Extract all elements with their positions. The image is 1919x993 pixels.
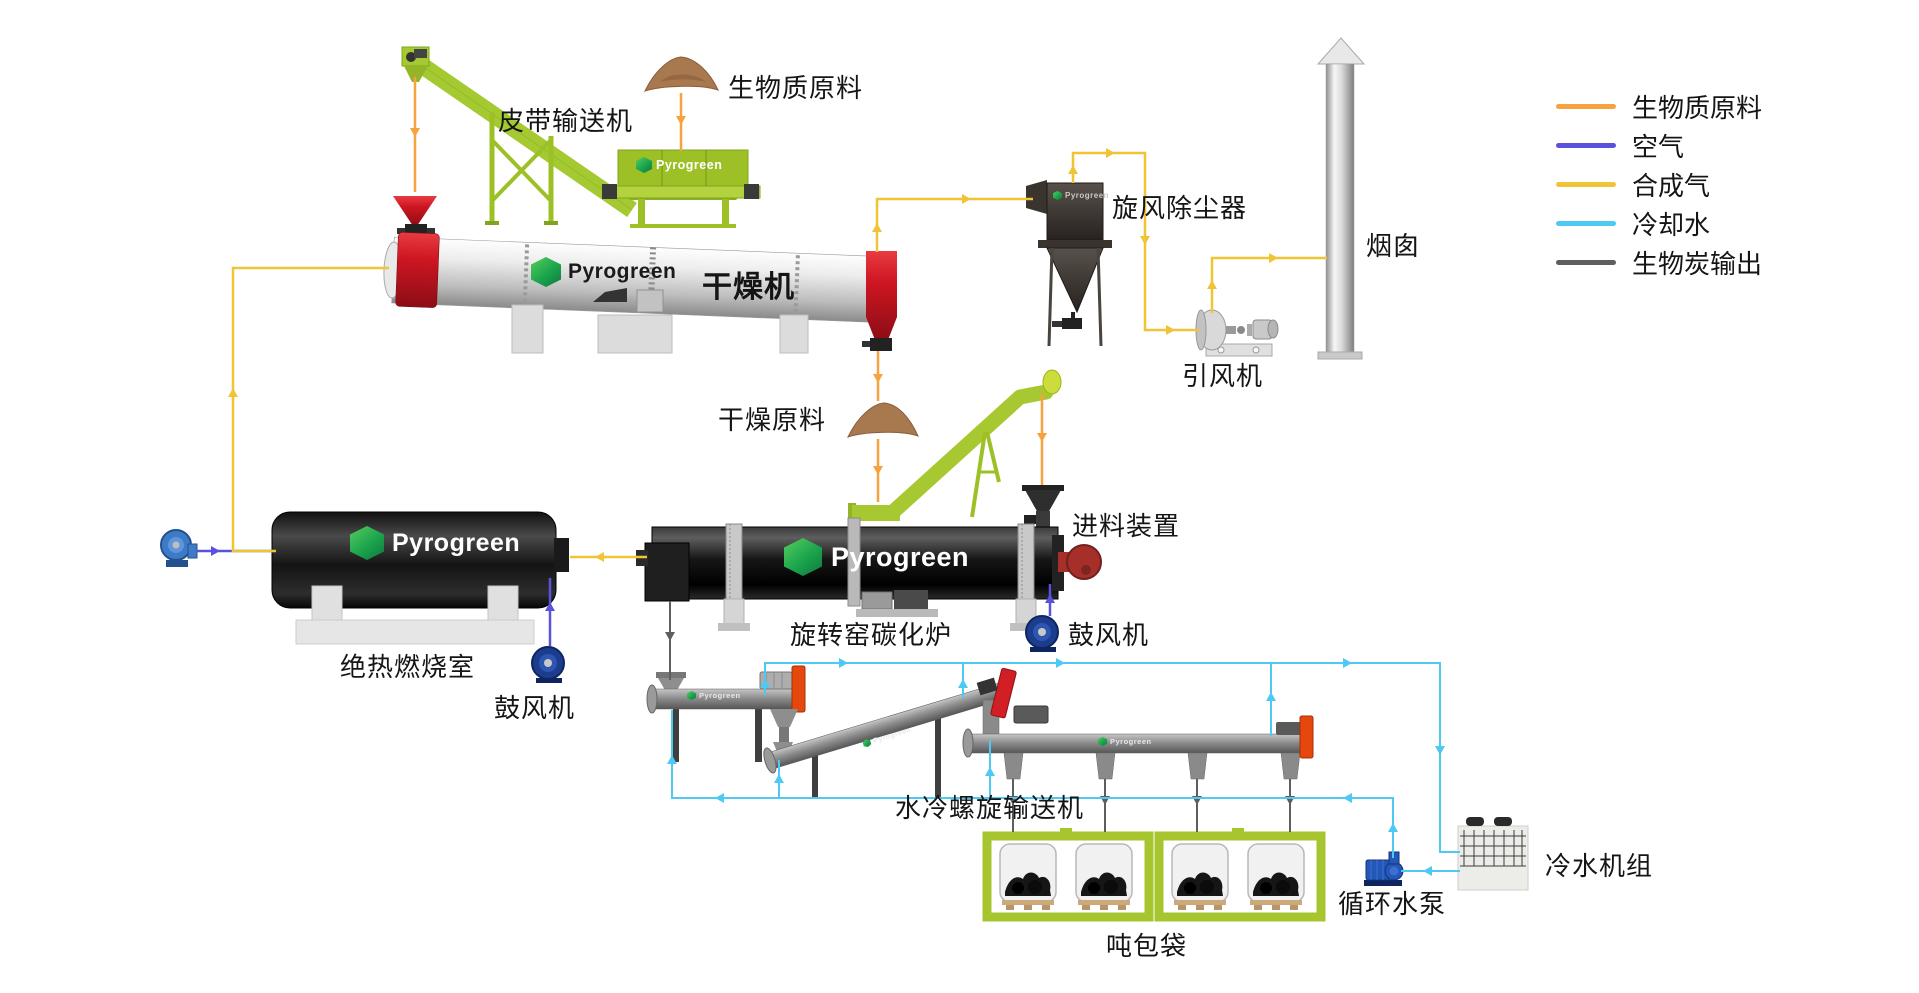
label-rotary-kiln: 旋转窑碳化炉 [790,620,953,650]
label-id-fan: 引风机 [1182,361,1264,391]
combustion-chamber-machine [271,511,569,645]
chiller-machine [1457,817,1529,891]
pyrogreen-hexagon-icon [350,526,384,560]
label-water-cooled-screw: 水冷螺旋输送机 [895,793,1085,823]
screw-conveyor-2 [763,667,1049,797]
chimney-stack [1316,37,1366,360]
biomass-pile [644,56,719,92]
label-belt-conveyor: 皮带输送机 [498,106,634,136]
label-combustion-chamber: 绝热燃烧室 [340,652,476,682]
air-blower-left [160,529,198,567]
label-chimney: 烟囱 [1366,231,1421,261]
pyrogreen-logo-conveyor1: Pyrogreen [687,691,741,700]
pyrogreen-logo-cyclone: Pyrogreen [1053,191,1109,200]
air-blower-chamber [531,646,565,683]
legend-label-air: 空气 [1632,132,1685,162]
legend-item-air: 空气 [1556,132,1762,162]
pyrogreen-logo-chamber: Pyrogreen [350,526,520,560]
label-blower-right: 鼓风机 [1068,620,1150,650]
legend-swatch-biochar [1556,260,1616,265]
pyrogreen-logo-conveyor3: Pyrogreen [1098,737,1152,746]
biochar-lines [669,601,1291,832]
dried-material-pile [847,402,919,438]
label-chiller: 冷水机组 [1545,851,1654,881]
legend-swatch-biomass [1556,104,1616,109]
legend-item-biochar: 生物炭输出 [1556,249,1762,279]
rotary-kiln-machine [636,517,1102,631]
dryer-feed-funnel [393,196,437,238]
id-fan-machine [1195,309,1279,357]
label-dried-material: 干燥原料 [718,405,827,435]
legend-item-syngas: 合成气 [1556,171,1762,201]
legend-label-biochar: 生物炭输出 [1632,249,1763,279]
dryer-machine [383,232,897,354]
air-blower-kiln [1025,615,1059,652]
pyrogreen-hexagon-icon [1053,191,1062,200]
pyrogreen-hexagon-icon [784,538,822,576]
label-biomass-raw: 生物质原料 [728,73,864,103]
legend-label-cooling-water: 冷却水 [1632,210,1711,240]
legend-swatch-syngas [1556,182,1616,187]
syngas-lines [231,151,1327,559]
screw-conveyor-3 [962,715,1314,780]
pyrogreen-hexagon-icon [1098,737,1107,746]
pyrogreen-hexagon-icon [687,691,696,700]
legend-label-biomass: 生物质原料 [1632,93,1763,123]
circulating-pump-machine [1364,851,1404,886]
pyrogreen-logo-kiln: Pyrogreen [784,538,969,576]
label-feeding-device: 进料装置 [1072,511,1181,541]
label-dryer: 干燥机 [702,271,795,304]
label-circulating-pump: 循环水泵 [1338,889,1447,919]
label-ton-bags: 吨包袋 [1106,931,1188,961]
feeding-device-funnel [1022,485,1064,530]
label-blower-left: 鼓风机 [494,693,576,723]
legend-swatch-cooling-water [1556,221,1616,226]
legend-swatch-air [1556,143,1616,148]
legend-item-cooling-water: 冷却水 [1556,210,1762,240]
pyrogreen-hexagon-icon [531,257,561,287]
belt-conveyor [401,46,637,225]
legend: 生物质原料 空气 合成气 冷却水 生物炭输出 [1556,93,1762,288]
cyclone-machine [1026,180,1112,347]
pyrogreen-logo-dryer: Pyrogreen [531,257,676,287]
kiln-feed-conveyor [848,369,1062,522]
pyrogreen-hexagon-icon [636,157,652,173]
pyrogreen-logo-shredder: Pyrogreen [636,157,722,173]
ton-bag-station [982,828,1326,922]
legend-label-syngas: 合成气 [1632,171,1711,201]
label-cyclone: 旋风除尘器 [1112,193,1248,223]
legend-item-biomass: 生物质原料 [1556,93,1762,123]
